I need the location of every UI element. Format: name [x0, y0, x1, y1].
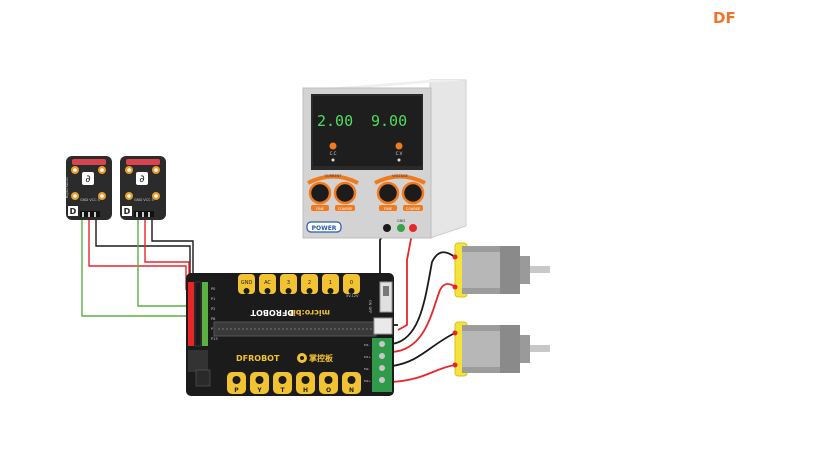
top-pad-ac: AC	[264, 280, 271, 286]
cv-indicator	[395, 142, 403, 150]
sensor2-badge: D	[124, 207, 131, 216]
cc-label: C.C	[330, 151, 337, 156]
wire-sensor1-gnd	[95, 218, 191, 282]
port-label-p1: P1	[211, 297, 215, 301]
bottom-pad-p: P	[234, 387, 239, 394]
sensor-module-1: ∂ Digital Sensor D GND VCC S	[65, 156, 112, 220]
port-label-p8: P8	[211, 317, 215, 321]
current-coarse-label: COARSE	[338, 207, 352, 211]
expansion-board: GND AC 3 2 1 0 P0 P1 P2 P8 P12 P13 micro…	[186, 273, 394, 396]
board-cn-label: 掌控板	[309, 353, 334, 363]
port-label-p2: P2	[211, 307, 215, 311]
sensor2-pins-label: GND VCC S	[134, 198, 155, 202]
bottom-pad-y: Y	[256, 387, 262, 394]
board-power-label: 5V-12V	[346, 294, 359, 298]
motor-label-m2-neg: M2-	[364, 367, 370, 371]
dc-motor-2	[452, 321, 550, 377]
wire-m2-positive	[391, 364, 456, 383]
top-pad-0: 0	[350, 280, 353, 286]
board-brand: DFROBOT	[236, 354, 280, 363]
bottom-pad-h: H	[303, 387, 308, 394]
bottom-pads: P Y T H O N	[227, 372, 361, 394]
current-coarse-knob	[333, 181, 357, 205]
sensor-logo-box	[82, 172, 94, 185]
motor-label-m1-pos: M1+	[364, 355, 371, 359]
wire-m1-negative	[391, 251, 456, 345]
psu-ground-terminal	[397, 224, 405, 232]
top-pad-2: 2	[308, 280, 311, 286]
voltage-fine-knob	[376, 181, 400, 205]
bottom-pad-t: T	[280, 387, 285, 394]
top-pad-1: 1	[329, 280, 332, 286]
board-brand-upside: DFROBOT	[250, 308, 294, 317]
sensor-pins-label: GND VCC S	[80, 198, 101, 202]
psu-power-button	[306, 221, 342, 233]
voltage-display: 9.00	[371, 112, 407, 130]
psu-power-label: POWER	[312, 225, 337, 232]
top-pad-3: 3	[287, 280, 290, 286]
sensor-brand-glyph: ∂	[85, 174, 90, 185]
port-label-p13: P13	[211, 337, 218, 341]
bottom-pad-n: N	[349, 387, 354, 394]
board-product-name: micro:bit	[289, 308, 330, 317]
current-fine-label: FINE	[316, 207, 324, 211]
wire-sensor2-signal	[137, 218, 205, 307]
port-label-p0: P0	[211, 287, 215, 291]
left-header-pins	[188, 281, 211, 387]
current-fine-knob	[308, 181, 332, 205]
wire-m2-negative	[391, 332, 456, 367]
psu-negative-terminal	[383, 224, 391, 232]
top-pad-gnd: GND	[241, 280, 253, 286]
voltage-knob-label: VOLTAGE	[392, 174, 408, 178]
current-knob-label: CURRENT	[325, 174, 343, 178]
cv-label: C.V	[396, 151, 403, 156]
motor-label-m2-pos: M2+	[364, 379, 371, 383]
bottom-pad-o: O	[326, 387, 331, 394]
wire-m1-positive	[391, 283, 456, 353]
wire-psu-positive	[397, 227, 414, 331]
wire-sensor2-gnd	[151, 218, 194, 282]
motor-label-m1-neg: M1-	[364, 343, 370, 347]
voltage-fine-label: FINE	[384, 207, 392, 211]
watermark-text: DF	[713, 9, 736, 27]
psu-gnd-label: GND	[397, 219, 405, 223]
power-input-connector	[373, 317, 393, 335]
dc-motor-1	[452, 242, 550, 298]
wire-sensor1-signal	[81, 218, 205, 317]
sensor-side-label: Digital Sensor	[65, 176, 69, 198]
top-pads: GND AC 3 2 1 0	[238, 274, 360, 294]
voltage-coarse-knob	[401, 181, 425, 205]
psu-positive-terminal	[409, 224, 417, 232]
switch-label: ON OFF	[368, 300, 372, 313]
cc-indicator	[329, 142, 337, 150]
voltage-coarse-label: COARSE	[406, 207, 420, 211]
current-display: 2.00	[317, 112, 353, 130]
sensor-badge: D	[70, 207, 77, 216]
wires	[81, 218, 456, 383]
sensor-module-2: ∂ D GND VCC S	[120, 156, 166, 220]
power-supply: 2.00 9.00 C.C C.V CURRENT FINE COARSE VO…	[302, 79, 467, 239]
sensor2-brand-glyph: ∂	[139, 174, 144, 185]
